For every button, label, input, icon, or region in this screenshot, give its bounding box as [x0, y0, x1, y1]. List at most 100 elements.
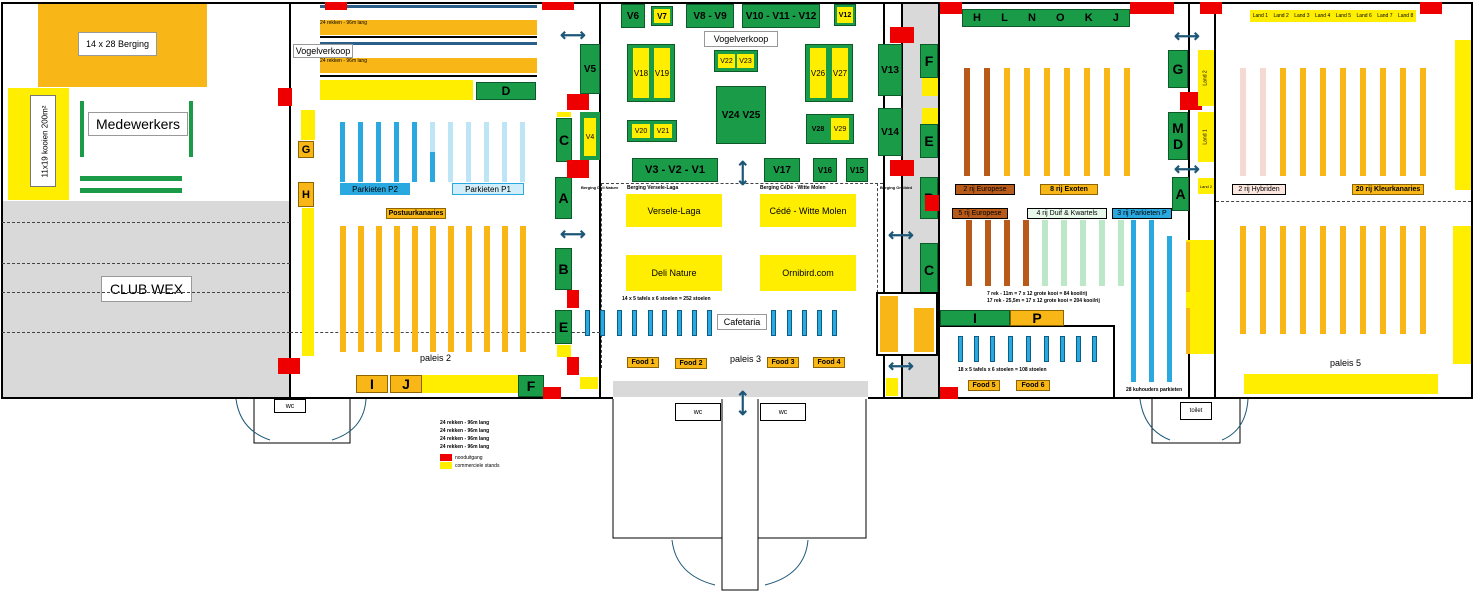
stand-V29[interactable]: V29: [831, 118, 849, 140]
stand-E[interactable]: E: [555, 310, 572, 344]
stand-V19[interactable]: V19: [654, 48, 670, 98]
stand-V24[interactable]: V24: [721, 109, 740, 121]
stand-V23[interactable]: V23: [737, 54, 754, 68]
parkiet-rack: [394, 122, 399, 182]
stand-I-right[interactable]: I: [940, 310, 1010, 326]
label-postuurkanaries: Postuurkanaries: [386, 208, 446, 219]
stand-top-K[interactable]: K: [1084, 12, 1093, 24]
duif-rack: [1042, 220, 1048, 286]
sponsor-ornibird[interactable]: Ornibird.com: [760, 255, 856, 291]
staff-rack: [189, 101, 193, 157]
stand-V10-V11-V12[interactable]: V10 - V11 - V12: [742, 4, 820, 28]
canary-rack: [1360, 226, 1366, 334]
stand-C[interactable]: C: [556, 118, 572, 162]
toilet-right[interactable]: toilet: [1180, 402, 1212, 420]
food-4[interactable]: Food 4: [813, 357, 845, 368]
legend-line: 24 rekken - 96m lang: [440, 436, 490, 442]
food-2[interactable]: Food 2: [675, 358, 707, 369]
stand-V22[interactable]: V22: [718, 54, 735, 68]
stand-top-H[interactable]: H: [973, 12, 981, 24]
stand-F[interactable]: F: [518, 375, 544, 397]
stand-V28[interactable]: V28: [808, 118, 828, 140]
stand-top-O[interactable]: O: [1056, 12, 1065, 24]
land-label: Land 2: [1199, 183, 1213, 189]
stand-V13[interactable]: V13: [878, 44, 902, 96]
food-5[interactable]: Food 5: [968, 380, 1000, 391]
wc-center-left[interactable]: wc: [675, 403, 721, 421]
stand-V8-V9[interactable]: V8 - V9: [686, 4, 734, 28]
stand-D-right[interactable]: D: [1172, 136, 1184, 152]
stand-V7[interactable]: V7: [654, 9, 670, 23]
stand-G-right[interactable]: G: [1168, 50, 1188, 88]
stand-A-right[interactable]: A: [1172, 177, 1189, 211]
label-tag: [922, 108, 938, 124]
stand-V26[interactable]: V26: [810, 48, 826, 98]
canary-rack: [1380, 226, 1386, 334]
stand-top-L[interactable]: L: [1001, 12, 1008, 24]
stand-V18[interactable]: V18: [633, 48, 649, 98]
exot-rack: [1024, 68, 1030, 176]
stand-V15[interactable]: V15: [846, 158, 868, 182]
cafe-table: [1076, 336, 1081, 362]
european-rack: [1004, 220, 1010, 286]
stand-V3-V2-V1[interactable]: V3 - V2 - V1: [632, 158, 718, 182]
parkiet-rack: [376, 122, 381, 182]
stand-V12[interactable]: V12: [837, 7, 853, 23]
food-1[interactable]: Food 1: [627, 357, 659, 368]
stand-V6[interactable]: V6: [621, 4, 645, 28]
cafe-table: [1026, 336, 1031, 362]
stand-V27[interactable]: V27: [832, 48, 848, 98]
dash-line: [2, 332, 290, 333]
stand-V14[interactable]: V14: [878, 108, 902, 156]
wall-corridor-r: [938, 2, 940, 399]
stand-V17[interactable]: V17: [764, 158, 800, 182]
stand-F-right[interactable]: F: [920, 44, 938, 78]
dash-line: [290, 332, 600, 333]
wc-left[interactable]: wc: [274, 399, 306, 413]
stand-G[interactable]: G: [298, 141, 314, 158]
food-3[interactable]: Food 3: [767, 357, 799, 368]
land-label: Land 5: [1335, 13, 1352, 19]
canary-rack: [1240, 226, 1246, 334]
wall-bottom-right: [868, 397, 1473, 399]
double-arrow-icon: ⟷: [560, 224, 586, 244]
wall-food-room-top: [938, 325, 1115, 327]
wall-palace5-left: [1188, 2, 1190, 399]
wc-center-right[interactable]: wc: [760, 403, 806, 421]
land-box: Land 2: [1198, 50, 1214, 106]
land-label: Land 2: [1273, 13, 1289, 19]
canary-rack: [430, 226, 436, 352]
canary-rack: [358, 226, 364, 352]
stand-V21[interactable]: V21: [654, 124, 672, 138]
stand-H[interactable]: H: [298, 182, 314, 207]
stand-V20[interactable]: V20: [632, 124, 650, 138]
rows-note-2: 17 rek - 25,5m = 17 x 12 grote kooi = 20…: [987, 298, 1100, 304]
berging-label: Berging CéDé - Witte Molen: [760, 185, 826, 191]
stand-D[interactable]: D: [476, 82, 536, 100]
stand-E-right[interactable]: E: [920, 124, 938, 158]
food-6[interactable]: Food 6: [1016, 380, 1050, 391]
canary-rack: [1380, 68, 1386, 176]
stand-top-N[interactable]: N: [1027, 12, 1036, 24]
stand-B[interactable]: B: [555, 248, 572, 290]
stand-V16[interactable]: V16: [813, 158, 837, 182]
stand-A[interactable]: A: [555, 177, 572, 219]
stand-M[interactable]: M: [1172, 120, 1184, 136]
rack-line: [320, 42, 537, 45]
stand-V5[interactable]: V5: [580, 44, 600, 94]
canary-rack: [1320, 68, 1326, 176]
stand-top-J[interactable]: J: [1112, 12, 1119, 24]
stand-P[interactable]: P: [1010, 310, 1064, 326]
stand-I[interactable]: I: [356, 375, 388, 393]
wall-food-room: [1113, 325, 1115, 399]
label-exoten: 8 rij Exoten: [1040, 184, 1098, 195]
stand-J[interactable]: J: [390, 375, 422, 393]
canary-rack: [376, 226, 382, 352]
stand-V25[interactable]: V25: [742, 109, 761, 121]
stand-V4[interactable]: V4: [584, 118, 596, 156]
cafe-table: [1044, 336, 1049, 362]
sponsor-versele-laga[interactable]: Versele-Laga: [626, 194, 722, 227]
sponsor-deli-nature[interactable]: Deli Nature: [626, 255, 722, 291]
sponsor-cede[interactable]: Cédé - Witte Molen: [760, 194, 856, 227]
